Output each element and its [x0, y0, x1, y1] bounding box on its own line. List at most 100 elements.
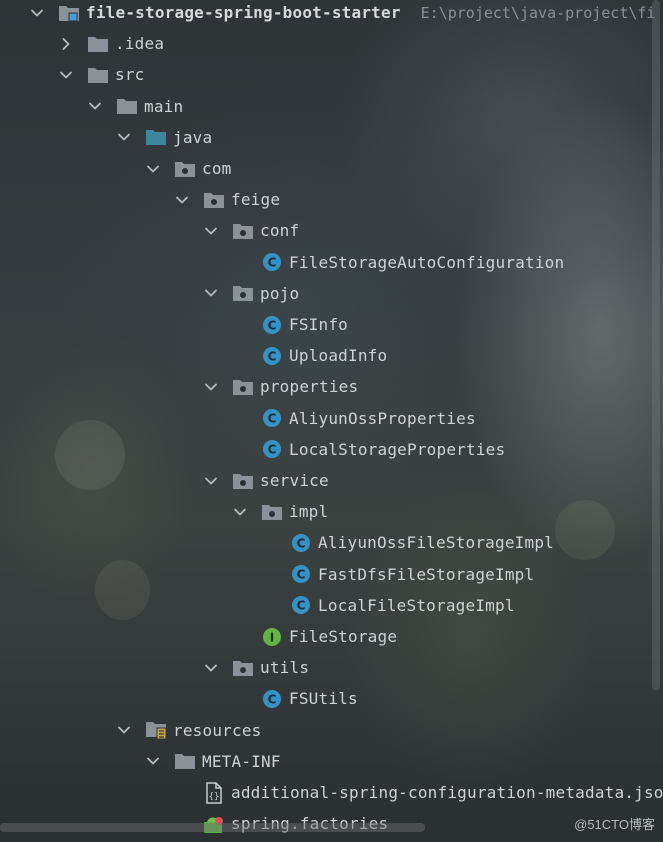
tree-node-main[interactable]: main: [0, 91, 663, 122]
chevron-right-icon[interactable]: [59, 37, 73, 51]
package-icon: [261, 502, 283, 522]
class-icon: C: [261, 408, 283, 428]
tree-node-com[interactable]: com: [0, 153, 663, 184]
svg-text:C: C: [268, 318, 277, 332]
resources-root-icon: [145, 720, 167, 740]
tree-node-aliyunossproperties[interactable]: C AliyunOssProperties: [0, 403, 663, 434]
svg-text:C: C: [297, 568, 306, 582]
tree-node-fsinfo[interactable]: C FSInfo: [0, 309, 663, 340]
watermark: @51CTO博客: [574, 817, 655, 832]
chevron-down-icon[interactable]: [175, 193, 189, 207]
svg-text:C: C: [297, 599, 306, 613]
tree-node-label: conf: [260, 221, 300, 241]
tree-node-label: LocalStorageProperties: [289, 439, 506, 459]
tree-node-spring-factories[interactable]: spring.factories: [0, 808, 663, 839]
horizontal-scrollbar[interactable]: [0, 823, 425, 832]
tree-node-feige[interactable]: feige: [0, 184, 663, 215]
tree-node-meta-inf[interactable]: META-INF: [0, 746, 663, 777]
package-icon: [232, 471, 254, 491]
svg-text:C: C: [268, 443, 277, 457]
tree-spacer: [175, 786, 189, 800]
tree-node-src[interactable]: src: [0, 59, 663, 90]
tree-node-java[interactable]: java: [0, 122, 663, 153]
tree-node-label: spring.factories: [231, 814, 389, 834]
package-icon: [232, 283, 254, 303]
tree-node-label: pojo: [260, 283, 300, 303]
tree-node-fastdfsfilestorageimpl[interactable]: C FastDfsFileStorageImpl: [0, 559, 663, 590]
tree-node-label: FastDfsFileStorageImpl: [318, 564, 535, 584]
svg-text:{}: {}: [209, 792, 220, 802]
tree-spacer: [262, 536, 276, 550]
tree-node-label: AliyunOssProperties: [289, 408, 476, 428]
vertical-scrollbar[interactable]: [652, 0, 660, 690]
svg-text:C: C: [268, 692, 277, 706]
interface-icon: I: [261, 627, 283, 647]
tree-node-resources[interactable]: resources: [0, 715, 663, 746]
package-icon: [232, 221, 254, 241]
svg-text:C: C: [268, 412, 277, 426]
package-icon: [232, 377, 254, 397]
tree-node-service[interactable]: service: [0, 465, 663, 496]
tree-node-label: properties: [260, 377, 359, 397]
tree-spacer: [233, 318, 247, 332]
tree-node-label: resources: [173, 720, 262, 740]
chevron-down-icon[interactable]: [146, 162, 160, 176]
chevron-down-icon[interactable]: [204, 474, 218, 488]
chevron-down-icon[interactable]: [204, 661, 218, 675]
tree-node-label: feige: [231, 190, 281, 210]
spring-factories-icon: [203, 814, 225, 834]
tree-node-conf[interactable]: conf: [0, 215, 663, 246]
svg-text:C: C: [268, 256, 277, 270]
chevron-down-icon[interactable]: [204, 380, 218, 394]
tree-spacer: [262, 567, 276, 581]
tree-spacer: [233, 349, 247, 363]
tree-node-label: java: [173, 127, 213, 147]
project-path: E:\project\java-project\fi: [420, 3, 656, 22]
source-root-icon: [145, 127, 167, 147]
folder-icon: [87, 34, 109, 54]
tree-node-label: UploadInfo: [289, 346, 388, 366]
tree-node-utils[interactable]: utils: [0, 652, 663, 683]
tree-node-label: FileStorageAutoConfiguration: [289, 252, 565, 272]
tree-node-uploadinfo[interactable]: C UploadInfo: [0, 340, 663, 371]
chevron-down-icon[interactable]: [88, 99, 102, 113]
module-folder-icon: [58, 3, 80, 23]
chevron-down-icon[interactable]: [233, 505, 247, 519]
chevron-down-icon[interactable]: [30, 6, 44, 20]
tree-node-label: impl: [289, 502, 329, 522]
class-icon: C: [261, 346, 283, 366]
chevron-down-icon[interactable]: [204, 224, 218, 238]
tree-spacer: [233, 692, 247, 706]
chevron-down-icon[interactable]: [117, 723, 131, 737]
tree-node-label: FSInfo: [289, 315, 348, 334]
tree-node-filestorageautoconfiguration[interactable]: C FileStorageAutoConfiguration: [0, 247, 663, 278]
svg-text:I: I: [270, 630, 274, 644]
class-icon: C: [261, 689, 283, 709]
chevron-down-icon[interactable]: [117, 130, 131, 144]
folder-icon: [87, 65, 109, 85]
package-icon: [174, 159, 196, 179]
class-icon: C: [261, 439, 283, 459]
chevron-down-icon[interactable]: [146, 754, 160, 768]
tree-node-label: META-INF: [202, 751, 281, 771]
tree-node-properties[interactable]: properties: [0, 371, 663, 402]
chevron-down-icon[interactable]: [204, 286, 218, 300]
class-icon: C: [290, 564, 312, 584]
package-icon: [203, 190, 225, 210]
chevron-down-icon[interactable]: [59, 68, 73, 82]
tree-node-impl[interactable]: impl: [0, 496, 663, 527]
tree-node-pojo[interactable]: pojo: [0, 278, 663, 309]
class-icon: C: [290, 533, 312, 553]
class-icon: C: [261, 252, 283, 272]
tree-node-localstorageproperties[interactable]: C LocalStorageProperties: [0, 434, 663, 465]
tree-node-label: service: [260, 471, 329, 490]
tree-node-idea[interactable]: .idea: [0, 28, 663, 59]
tree-node-additional-metadata[interactable]: {}additional-spring-configuration-metada…: [0, 777, 663, 808]
tree-spacer: [233, 255, 247, 269]
